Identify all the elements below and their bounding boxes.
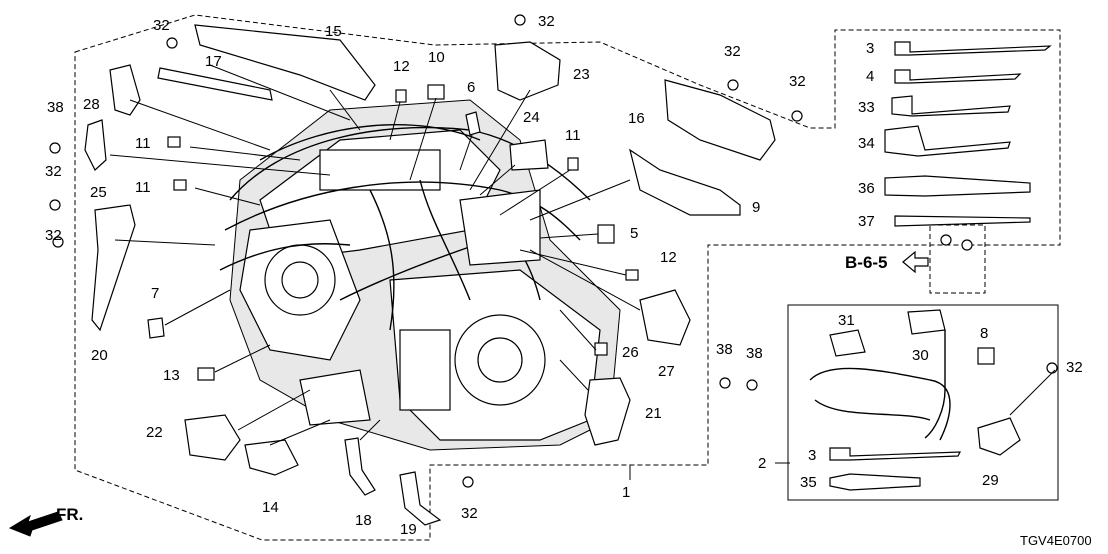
cable-ties <box>829 41 1052 491</box>
callout-12[interactable]: 12 <box>393 58 410 75</box>
assembly-boundary <box>74 14 1061 541</box>
callout-19[interactable]: 19 <box>400 521 417 538</box>
callout-10[interactable]: 10 <box>428 49 445 66</box>
callout-5[interactable]: 5 <box>630 225 638 242</box>
callout-2[interactable]: 2 <box>758 455 766 472</box>
callout-32[interactable]: 32 <box>45 163 62 180</box>
part-shapes <box>84 24 1021 526</box>
callout-8[interactable]: 8 <box>980 325 988 342</box>
callout-38[interactable]: 38 <box>47 99 64 116</box>
callout-29[interactable]: 29 <box>982 472 999 489</box>
callout-7[interactable]: 7 <box>151 285 159 302</box>
callout-18[interactable]: 18 <box>355 512 372 529</box>
callout-14[interactable]: 14 <box>262 499 279 516</box>
callout-20[interactable]: 20 <box>91 347 108 364</box>
callout-28[interactable]: 28 <box>83 96 100 113</box>
subassembly-box-2 <box>787 304 1059 501</box>
front-arrow <box>8 511 63 537</box>
callout-26[interactable]: 26 <box>622 344 639 361</box>
callout-32[interactable]: 32 <box>1066 359 1083 376</box>
callout-12[interactable]: 12 <box>660 249 677 266</box>
callout-9[interactable]: 9 <box>752 199 760 216</box>
callout-32[interactable]: 32 <box>153 17 170 34</box>
callout-30[interactable]: 30 <box>912 347 929 364</box>
callouts: 1 2 3 3 4 5 6 7 8 9 10 11 11 11 12 12 13… <box>45 13 1083 538</box>
callout-32[interactable]: 32 <box>538 13 555 30</box>
diagram-code: TGV4E0700 <box>1020 533 1092 548</box>
front-label: FR. <box>56 505 83 524</box>
callout-11[interactable]: 11 <box>135 179 151 196</box>
callout-3[interactable]: 3 <box>866 40 874 57</box>
callout-23[interactable]: 23 <box>573 66 590 83</box>
callout-33[interactable]: 33 <box>858 99 875 116</box>
callout-21[interactable]: 21 <box>645 405 662 422</box>
callout-3[interactable]: 3 <box>808 447 816 464</box>
callout-38[interactable]: 38 <box>716 341 733 358</box>
callout-11[interactable]: 11 <box>135 135 151 152</box>
callout-32[interactable]: 32 <box>45 227 62 244</box>
bolts <box>49 14 1058 488</box>
callout-4[interactable]: 4 <box>866 68 874 85</box>
callout-35[interactable]: 35 <box>800 474 817 491</box>
reference-arrow <box>902 250 929 274</box>
callout-16[interactable]: 16 <box>628 110 645 127</box>
callout-25[interactable]: 25 <box>90 184 107 201</box>
callout-15[interactable]: 15 <box>325 23 342 40</box>
leader-lines <box>109 64 1056 480</box>
reference-label[interactable]: B-6-5 <box>845 253 888 272</box>
callout-24[interactable]: 24 <box>523 109 540 126</box>
callout-34[interactable]: 34 <box>858 135 875 152</box>
callout-37[interactable]: 37 <box>858 213 875 230</box>
callout-17[interactable]: 17 <box>205 53 222 70</box>
callout-6[interactable]: 6 <box>467 79 475 96</box>
callout-31[interactable]: 31 <box>838 312 855 329</box>
callout-32[interactable]: 32 <box>461 505 478 522</box>
callout-13[interactable]: 13 <box>163 367 180 384</box>
engine-illustration <box>219 99 621 451</box>
callout-38[interactable]: 38 <box>746 345 763 362</box>
callout-32[interactable]: 32 <box>724 43 741 60</box>
callout-27[interactable]: 27 <box>658 363 675 380</box>
bolt-group-box <box>929 224 986 294</box>
callout-36[interactable]: 36 <box>858 180 875 197</box>
callout-11[interactable]: 11 <box>565 127 581 144</box>
callout-32[interactable]: 32 <box>789 73 806 90</box>
callout-22[interactable]: 22 <box>146 424 163 441</box>
callout-1[interactable]: 1 <box>622 484 630 501</box>
